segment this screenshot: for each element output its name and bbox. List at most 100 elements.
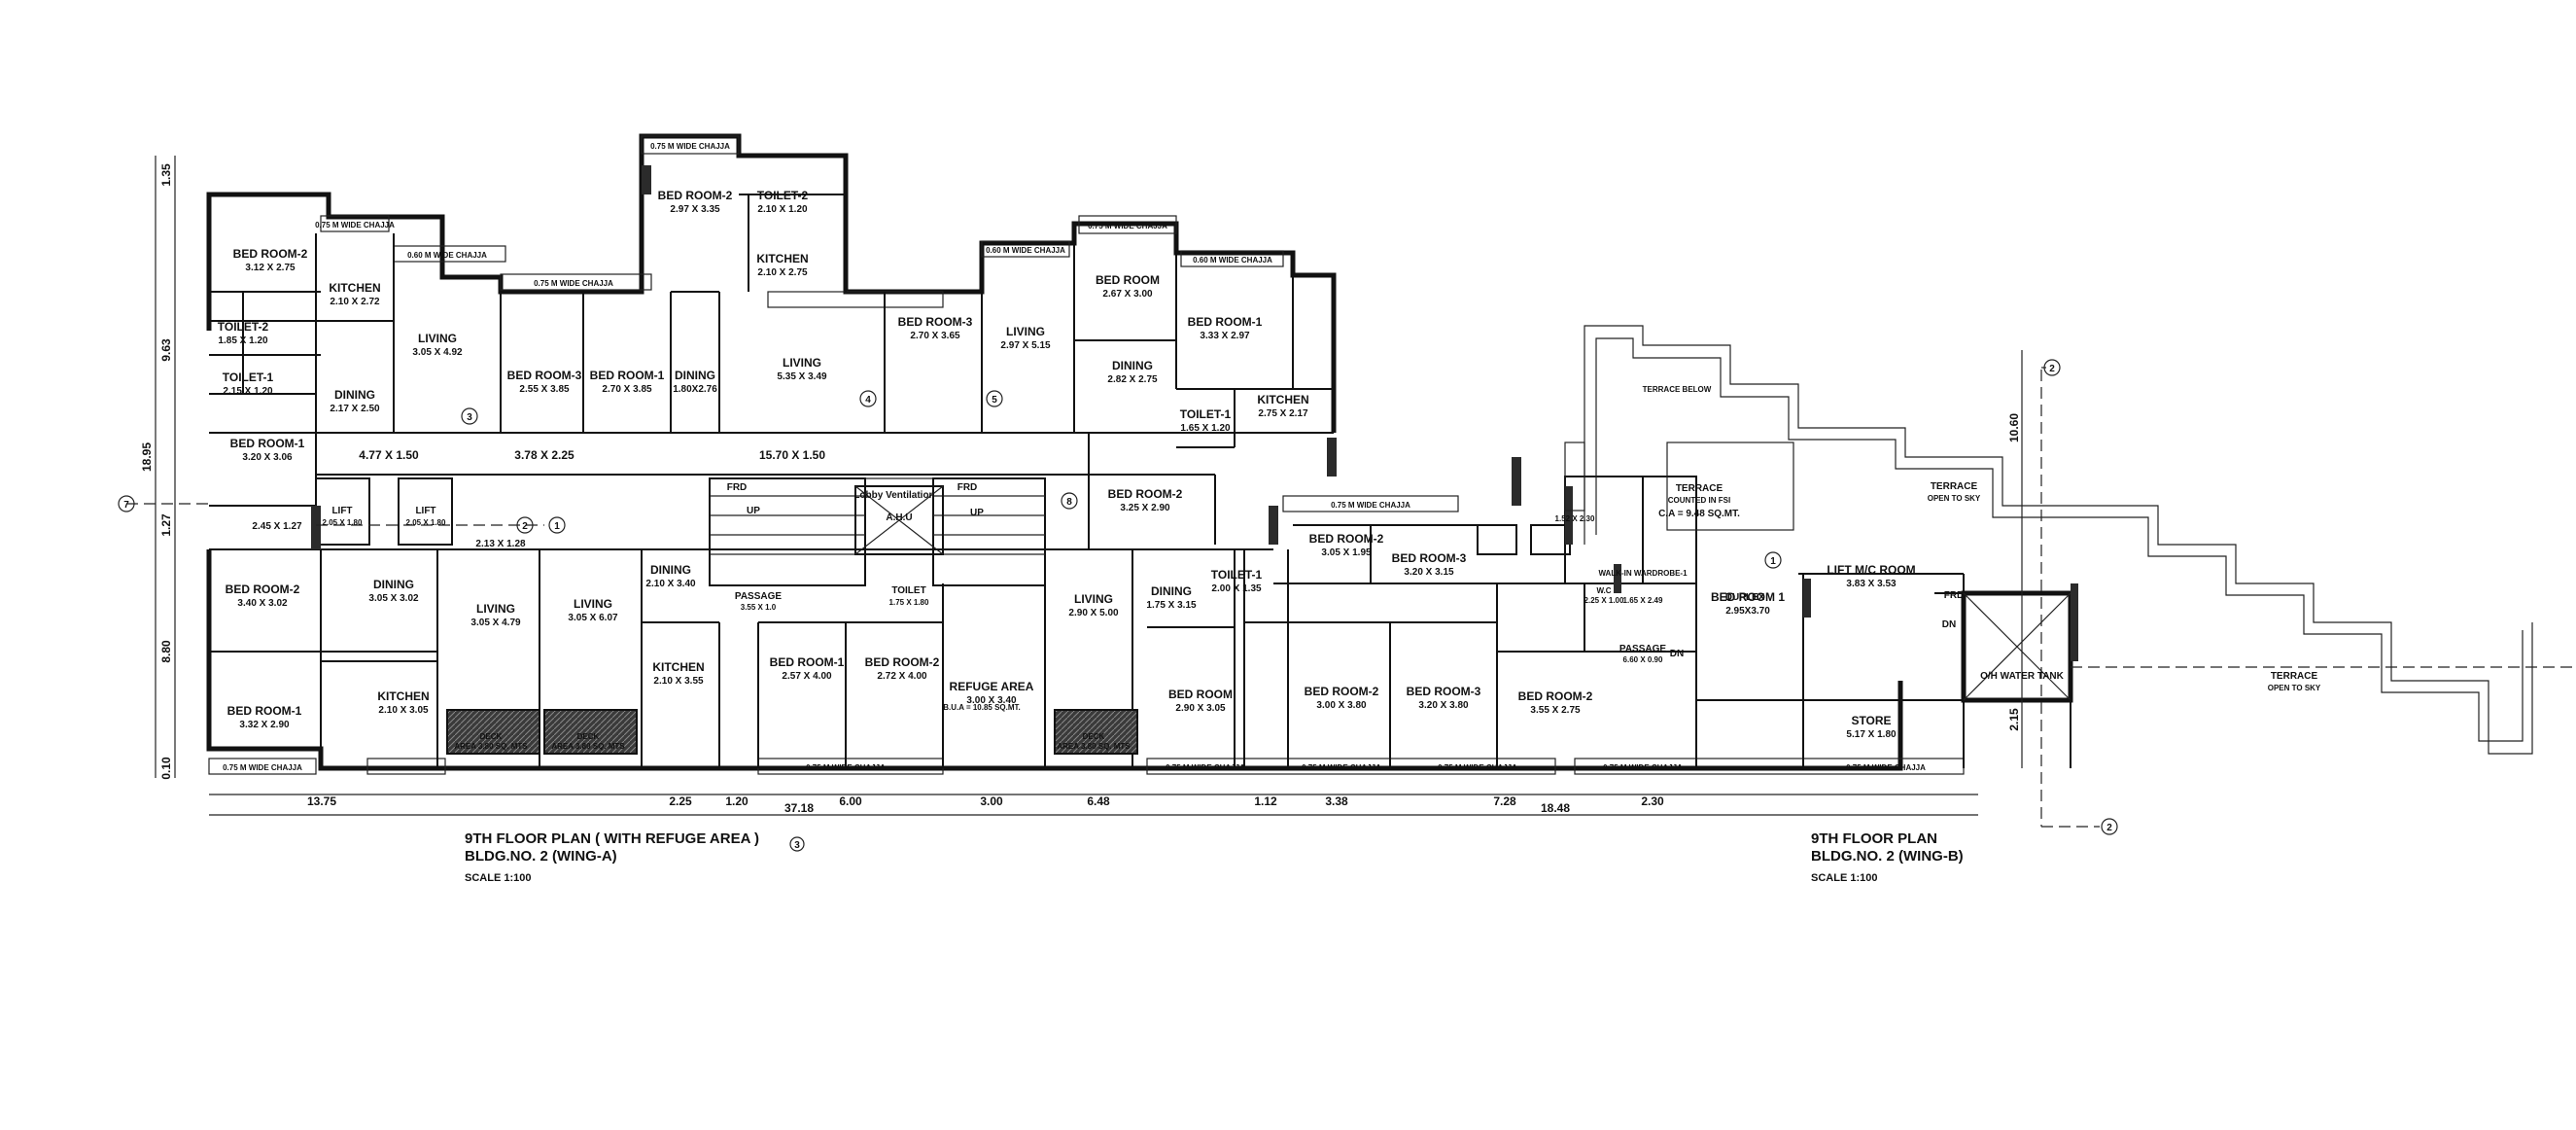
room-name: DINING (650, 563, 691, 577)
wing-b-terrace (1564, 325, 2533, 755)
room-name: LIVING (476, 602, 515, 616)
room-name: LIVING (783, 356, 821, 370)
room-name: BED ROOM (1168, 688, 1233, 701)
chajja-5: 0.75 M WIDE CHAJJA (1438, 763, 1517, 772)
chajja-9: 0.75 M WIDE CHAJJA (534, 279, 613, 288)
grid-marker-1a: 1 (554, 521, 560, 532)
total-dimension: 37.18 (784, 801, 814, 815)
frd-label-2: FRD (957, 482, 978, 493)
room-size: 2.00 X 1.35 (1211, 583, 1262, 594)
room-name: LIVING (1006, 325, 1045, 338)
corridor-dim: 15.70 X 1.50 (759, 448, 825, 462)
room-name: KITCHEN (652, 660, 704, 674)
room-name: KITCHEN (329, 281, 380, 295)
terrace-fsi-note: COUNTED IN FSI (1668, 496, 1730, 505)
room-name: BED ROOM-2 (1518, 689, 1593, 703)
bottom-dimension: 2.25 (669, 795, 692, 808)
room-name: STORE (1851, 714, 1891, 727)
up-label-1: UP (747, 506, 760, 516)
room-name: BED ROOM-2 (658, 189, 733, 202)
lift-size-1: 2.05 X 1.80 (323, 518, 363, 527)
room-size: 3.20 X 3.80 (1418, 700, 1469, 711)
room-size: 3.40 X 3.02 (237, 598, 288, 609)
dn-label: DN (1942, 619, 1956, 630)
bua-label: B.U.A = 10.85 SQ.MT. (943, 703, 1021, 712)
room-name: TOILET-1 (1180, 407, 1232, 421)
wing-b-scale: SCALE 1:100 (1811, 872, 1877, 884)
deck-hatches (446, 709, 1138, 755)
toilet-size: 1.75 X 1.80 (889, 598, 929, 607)
passage2-size: 6.60 X 0.90 (1623, 655, 1663, 664)
duplex-label: DUPLEX (1725, 592, 1765, 603)
room-name: TOILET-1 (223, 371, 274, 384)
chajja-6: 0.75 M WIDE CHAJJA (1603, 763, 1683, 772)
terrace-ca: C.A = 9.48 SQ.MT. (1658, 509, 1740, 519)
room-size: 2.95X3.70 (1725, 606, 1770, 617)
left-dimension: 1.27 (159, 513, 173, 537)
room-name: BED ROOM-3 (1392, 551, 1467, 565)
room-name: BED ROOM-1 (590, 369, 665, 382)
wc-size: 2.25 X 1.00 (1584, 596, 1624, 605)
room-size: 2.10 X 3.55 (653, 676, 704, 687)
room-size: 1.80X2.76 (673, 384, 717, 395)
room-size: 3.05 X 4.92 (412, 347, 463, 358)
room-size: 2.90 X 5.00 (1068, 608, 1119, 618)
room-size: 2.10 X 3.05 (378, 705, 429, 716)
terrace-east-note: OPEN TO SKY (2268, 684, 2321, 692)
wing-b-building: BLDG.NO. 2 (WING-B) (1811, 848, 1964, 865)
frd-b-label: FRD (1944, 590, 1965, 601)
grid-marker-2b: 2 (2049, 364, 2055, 374)
wing-a-building: BLDG.NO. 2 (WING-A) (465, 848, 617, 865)
room-name: DINING (1151, 584, 1192, 598)
room-size: 3.05 X 3.02 (368, 593, 419, 604)
wall-blocks (311, 165, 2078, 661)
bottom-dimension: 13.75 (307, 795, 336, 808)
passage-label: PASSAGE (735, 591, 782, 602)
room-size: 5.17 X 1.80 (1846, 729, 1897, 740)
grid-marker-1b: 1 (1770, 556, 1776, 567)
room-name: KITCHEN (1257, 393, 1308, 406)
left-dimension: 1.35 (159, 163, 173, 187)
room-name: BED ROOM-1 (227, 704, 302, 718)
room-name: BED ROOM-2 (1305, 685, 1379, 698)
deck-area-3: AREA 3.80 SQ. MTS (1057, 742, 1131, 751)
grid-dashes (126, 367, 2576, 828)
deck-area-2: AREA 3.80 SQ. MTS (551, 742, 625, 751)
left-dimension: 8.80 (159, 640, 173, 663)
room-size: 2.70 X 3.85 (602, 384, 652, 395)
room-name: DINING (334, 388, 375, 402)
bottom-dimension: 7.28 (1493, 795, 1516, 808)
oh-tank-label: O/H WATER TANK (1980, 671, 2065, 682)
room-size: 2.57 X 4.00 (782, 671, 832, 682)
chajja-15: 0.60 M WIDE CHAJJA (1193, 256, 1272, 265)
grid-marker-8: 8 (1066, 497, 1072, 508)
dn-label-2: DN (1670, 649, 1684, 659)
room-name: TOILET-1 (1211, 568, 1263, 582)
room-name: BED ROOM-1 (230, 437, 305, 450)
room-name: BED ROOM-3 (1407, 685, 1481, 698)
total-dimension: 18.48 (1541, 801, 1570, 815)
corridor-dim-mid: 3.78 X 2.25 (514, 448, 574, 462)
grid-marker-3b: 3 (794, 840, 800, 851)
grid-marker-5: 5 (992, 395, 997, 406)
terrace-right-note: OPEN TO SKY (1928, 494, 1981, 503)
room-name: BED ROOM-2 (865, 655, 940, 669)
wing-b-title: 9TH FLOOR PLAN (1811, 830, 1937, 847)
deck-label-3: DECK (1083, 732, 1105, 741)
terrace-below-label: TERRACE BELOW (1643, 385, 1712, 394)
bottom-dimension: 2.30 (1641, 795, 1664, 808)
room-name: BED ROOM-2 (1309, 532, 1384, 546)
room-size: 2.82 X 2.75 (1107, 374, 1158, 385)
room-size: 2.67 X 3.00 (1102, 289, 1153, 300)
room-name: BED ROOM (1096, 273, 1160, 287)
room-name: LIVING (418, 332, 457, 345)
bottom-dimension: 6.48 (1087, 795, 1110, 808)
passage-size: 3.55 X 1.0 (741, 603, 777, 612)
room-name: KITCHEN (756, 252, 808, 265)
room-size: 2.97 X 3.35 (670, 204, 720, 215)
room-size: 3.20 X 3.06 (242, 452, 293, 463)
room-name: BED ROOM-1 (1188, 315, 1263, 329)
room-name: TOILET-2 (757, 189, 809, 202)
room-name: LIVING (574, 597, 612, 611)
